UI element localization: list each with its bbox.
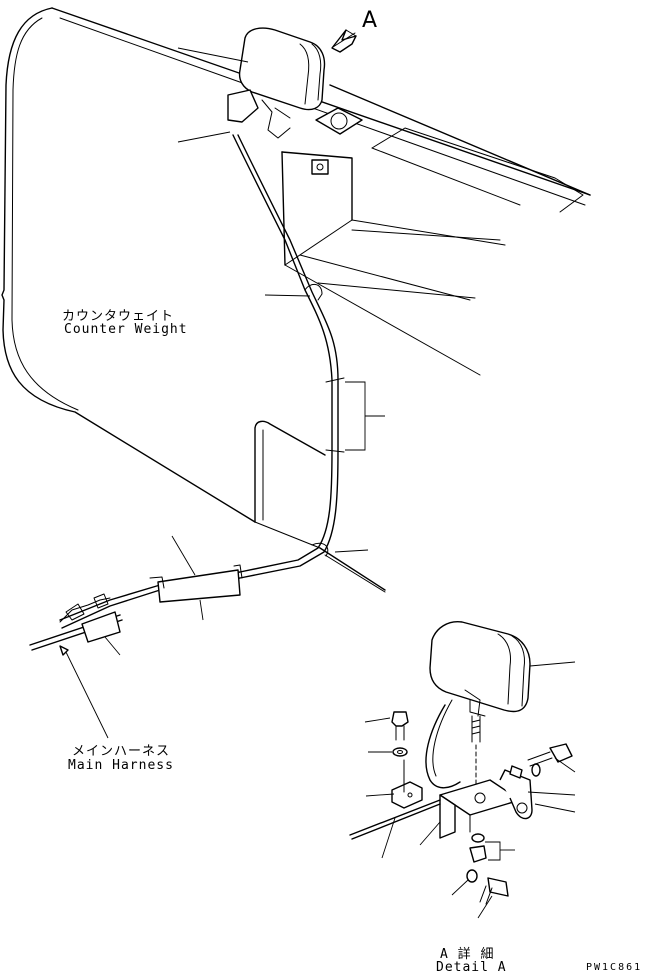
counterweight-label-jp: カウンタウェイト — [62, 309, 175, 324]
detail-a — [349, 621, 576, 919]
work-lamp-upper — [227, 27, 326, 139]
counterweight-label-en: Counter Weight — [64, 322, 188, 337]
detail-a-label-en: Detail A — [436, 960, 507, 975]
view-letter-a: A — [362, 8, 378, 33]
view-arrow-a — [331, 29, 357, 53]
main-harness-label-jp: メインハーネス — [72, 744, 171, 759]
leader-lines-upper — [59, 47, 385, 739]
detail-a-label-jp: A 詳 細 — [440, 947, 495, 962]
main-harness-label-en: Main Harness — [68, 758, 174, 773]
drawing-code: PW1C861 — [586, 962, 643, 973]
harness — [29, 134, 345, 651]
counterweight — [1, 7, 591, 593]
